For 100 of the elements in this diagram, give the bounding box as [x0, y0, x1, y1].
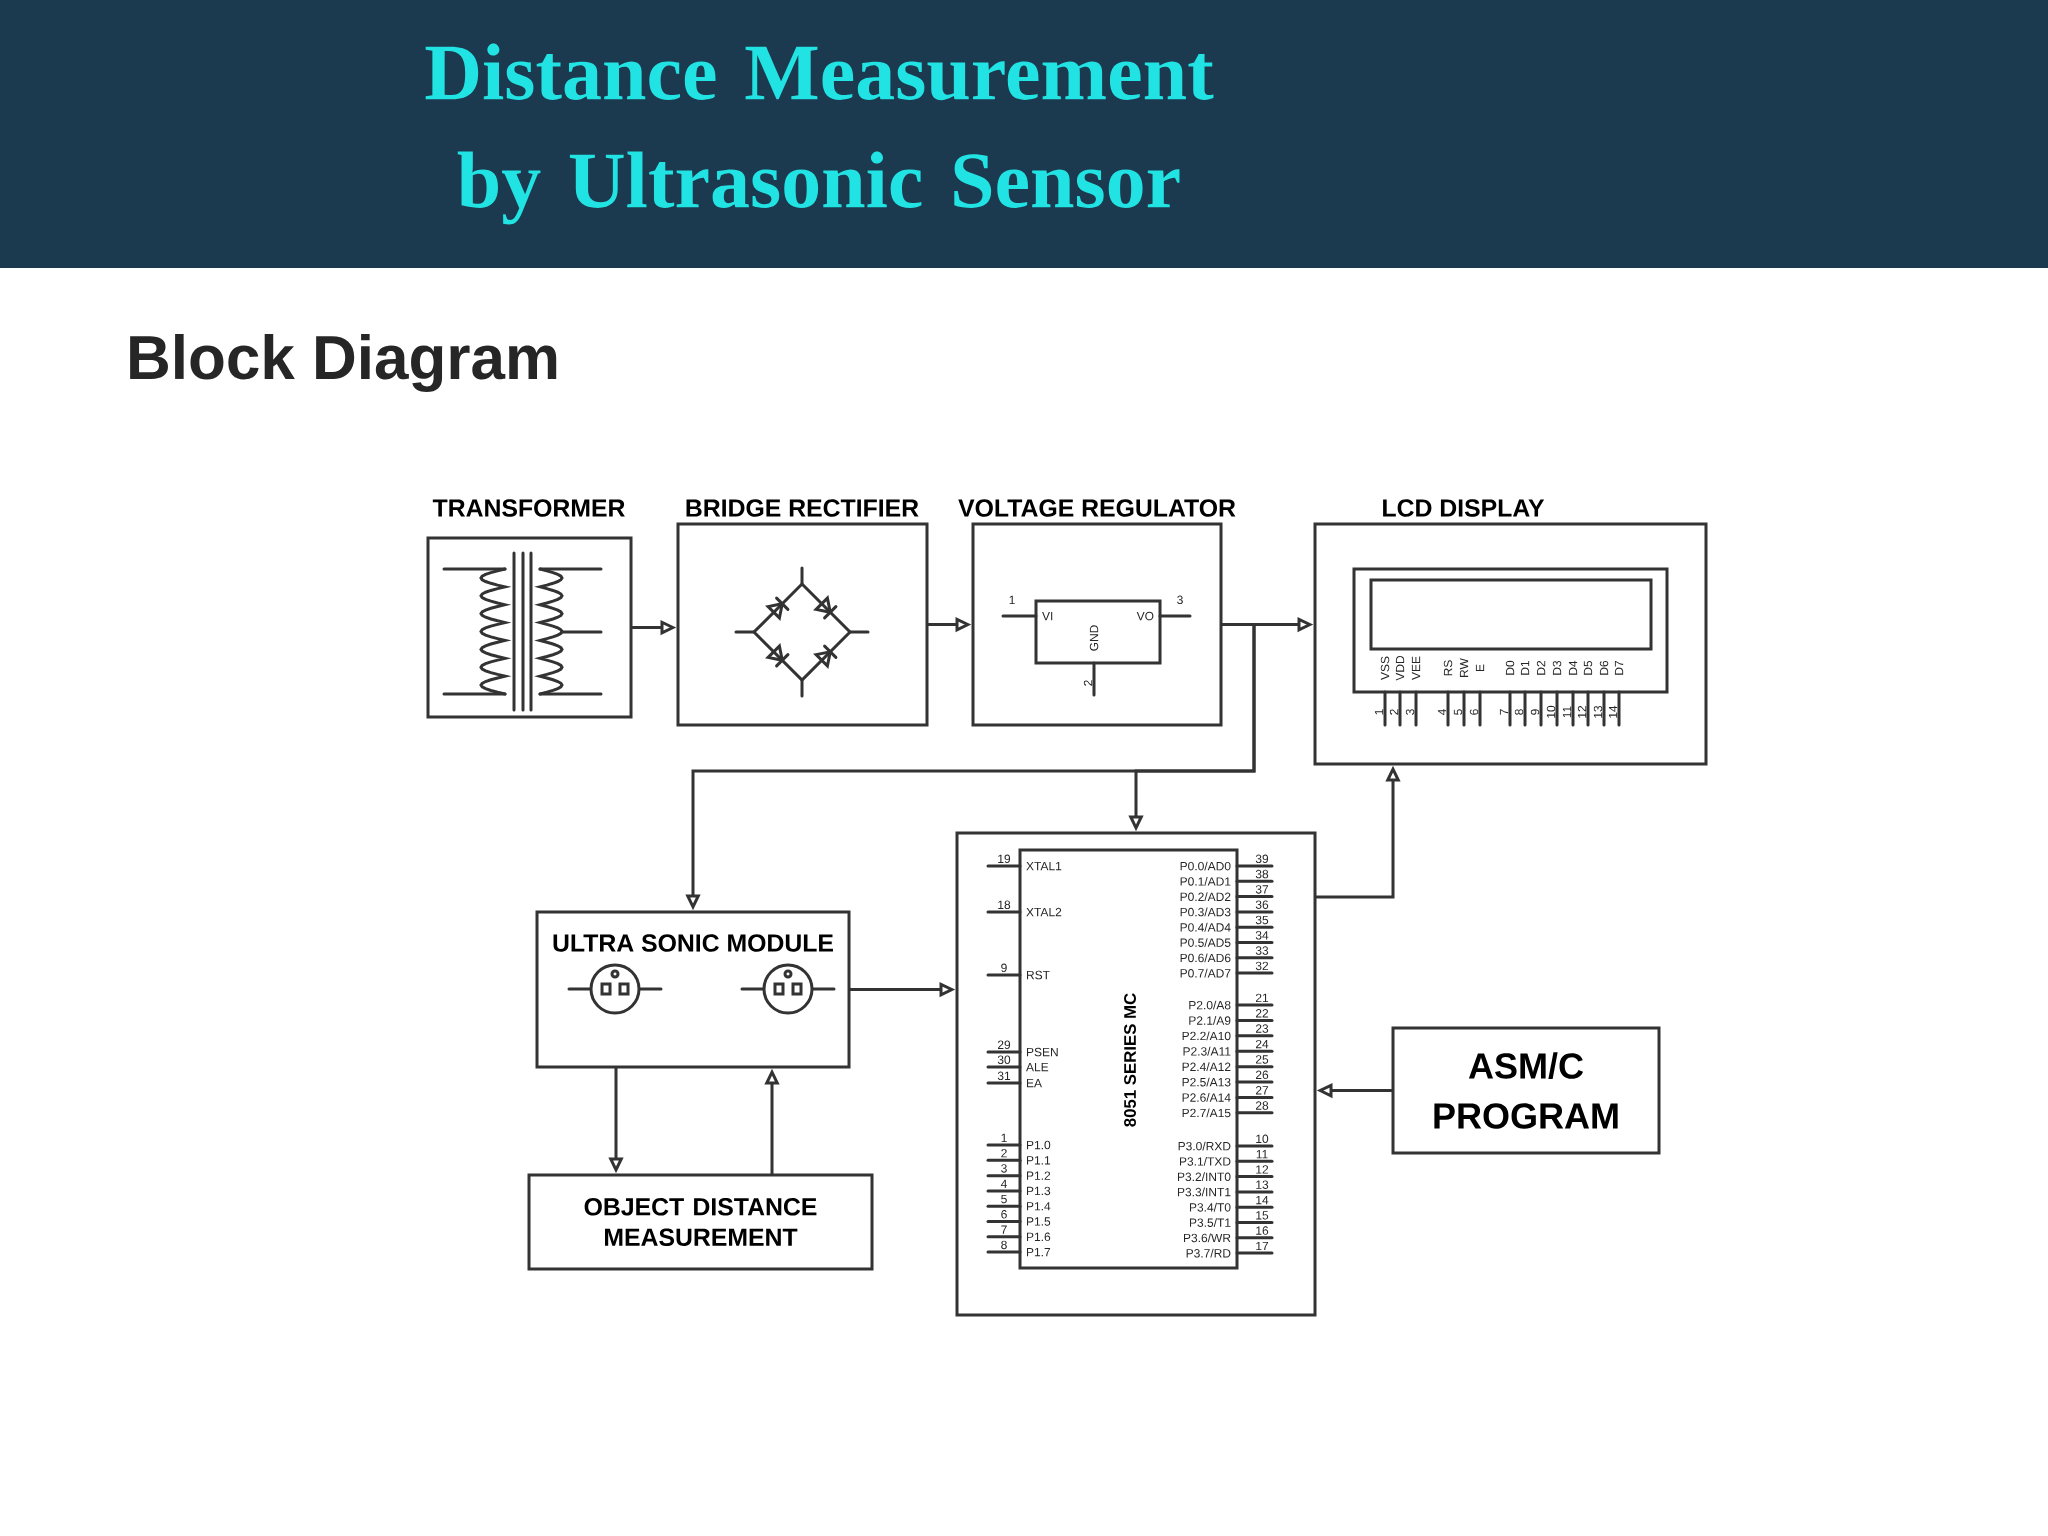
pin-number: 8	[1001, 1240, 1007, 1250]
pin-number: 3	[1405, 709, 1415, 715]
pin-label: P0.1/AD1	[1180, 876, 1231, 886]
pin-number: 5	[1453, 709, 1463, 715]
pin-number: 2	[1083, 680, 1093, 686]
pin-number: 1	[1374, 709, 1384, 715]
pin-number: 28	[1255, 1101, 1269, 1110]
pin-number: 26	[1255, 1070, 1269, 1080]
pin-label: P1.1	[1027, 1156, 1051, 1165]
pin-label: P3.2/INT0	[1178, 1172, 1231, 1182]
pin-number: 6	[1469, 709, 1479, 715]
pin-number: 12	[1256, 1165, 1269, 1174]
pin-label: P0.0/AD0	[1180, 861, 1231, 871]
pin-label: P0.3/AD3	[1180, 907, 1231, 917]
pin-number: 34	[1255, 931, 1269, 940]
pin-number: 14	[1256, 1196, 1269, 1205]
pin-label: XTAL1	[1026, 861, 1062, 871]
pin-number: 2	[1389, 709, 1399, 715]
pin-label: D1	[1520, 660, 1530, 675]
pin-label: P2.1/A9	[1189, 1016, 1231, 1025]
pin-label: VO	[1136, 611, 1154, 621]
pin-label: P0.4/AD4	[1180, 922, 1231, 932]
pin-number: 4	[1000, 1179, 1007, 1188]
pin-label: P0.5/AD5	[1180, 938, 1231, 947]
pin-number: 17	[1256, 1241, 1269, 1251]
pin-number: 24	[1255, 1039, 1269, 1049]
pin-label: P1.7	[1027, 1248, 1051, 1257]
pin-number: 25	[1255, 1055, 1269, 1064]
pin-number: 7	[1001, 1225, 1007, 1234]
pin-label: P2.3/A11	[1183, 1046, 1231, 1056]
pin-number: 19	[998, 854, 1011, 864]
measurement-box: OBJECT DISTANCE MEASUREMENT	[527, 1173, 874, 1271]
pin-number: 22	[1255, 1009, 1269, 1018]
pin-number: 35	[1255, 915, 1269, 925]
pin-label: P0.2/AD2	[1180, 892, 1231, 902]
pin-label: PSEN	[1027, 1047, 1058, 1057]
pin-number: 21	[1255, 993, 1269, 1002]
pin-label: P3.1/TXD	[1180, 1156, 1231, 1166]
pin-label: P3.5/T1	[1190, 1218, 1231, 1227]
pin-label: ALE	[1026, 1062, 1049, 1072]
pin-label: P3.3/INT1	[1178, 1187, 1231, 1197]
pin-number: 12	[1577, 705, 1587, 718]
pin-number: 5	[1001, 1194, 1007, 1204]
pin-label: P1.2	[1027, 1171, 1051, 1180]
block-box: BRIDGE RECTIFIER	[676, 499, 929, 727]
pin-number: 11	[1562, 706, 1572, 718]
pin-number: 9	[1001, 963, 1007, 973]
pin-label: GND	[1089, 625, 1099, 651]
node-label: LCD DISPLAY	[1383, 499, 1545, 517]
pin-label: P3.4/T0	[1190, 1202, 1231, 1212]
module-box: ULTRA SONIC MODULE	[535, 910, 851, 1069]
pin-label: P1.6	[1027, 1232, 1051, 1242]
pin-label: P2.2/A10	[1182, 1031, 1231, 1041]
pin-label: VSS	[1380, 656, 1390, 680]
node-label: VOLTAGE REGULATOR	[958, 499, 1236, 517]
program-box: ASM/C PROGRAM	[1391, 1026, 1661, 1155]
pin-number: 36	[1255, 900, 1269, 909]
pin-number: 33	[1255, 946, 1269, 955]
pin-label: RST	[1027, 970, 1050, 980]
pin-number: 11	[1256, 1150, 1268, 1159]
pin-number: 7	[1499, 709, 1509, 715]
pin-label: D4	[1568, 660, 1578, 675]
pin-number: 32	[1255, 961, 1269, 971]
pin-label: P1.3	[1027, 1186, 1051, 1196]
pin-label: P2.7/A15	[1182, 1108, 1231, 1118]
pin-label: XTAL2	[1026, 907, 1062, 917]
pin-label: D7	[1614, 660, 1624, 675]
pin-number: 31	[997, 1071, 1011, 1081]
pin-number: 1	[1009, 595, 1015, 604]
pin-label: P1.0	[1027, 1140, 1051, 1150]
pin-label: VI	[1042, 611, 1053, 621]
pin-number: 30	[997, 1055, 1011, 1065]
node-label: BRIDGE RECTIFIER	[686, 499, 919, 517]
node-label: TRANSFORMER	[432, 499, 625, 517]
pin-label: P2.6/A14	[1182, 1093, 1231, 1102]
pin-number: 14	[1608, 705, 1618, 718]
pin-number: 3	[1177, 595, 1183, 605]
pin-label: P3.6/WR	[1184, 1233, 1231, 1243]
pin-number: 10	[1256, 1134, 1269, 1144]
pin-label: P0.7/AD7	[1180, 968, 1231, 978]
pin-number: 9	[1530, 709, 1540, 715]
pin-label: P0.6/AD6	[1180, 953, 1231, 963]
pin-number: 10	[1546, 705, 1556, 718]
pin-label: D0	[1505, 660, 1515, 675]
pin-label: P2.4/A12	[1182, 1062, 1231, 1072]
pin-label: P3.7/RD	[1186, 1248, 1231, 1258]
pin-number: 38	[1255, 869, 1269, 879]
pin-number: 27	[1255, 1086, 1269, 1095]
pin-label: P3.0/RXD	[1178, 1141, 1231, 1151]
pin-number: 23	[1255, 1024, 1269, 1033]
pin-label: D6	[1599, 660, 1609, 675]
pin-number: 39	[1255, 854, 1269, 864]
pin-number: 18	[998, 900, 1011, 910]
pin-label: VEE	[1411, 656, 1421, 680]
pin-number: 1	[1001, 1133, 1007, 1142]
pin-number: 3	[1001, 1164, 1007, 1173]
title: Distance Measurement by Ultrasonic Sensor	[425, 43, 1214, 225]
pin-label: P2.5/A13	[1182, 1077, 1231, 1087]
pin-label: E	[1475, 664, 1485, 671]
pin-label: VDD	[1395, 655, 1405, 681]
